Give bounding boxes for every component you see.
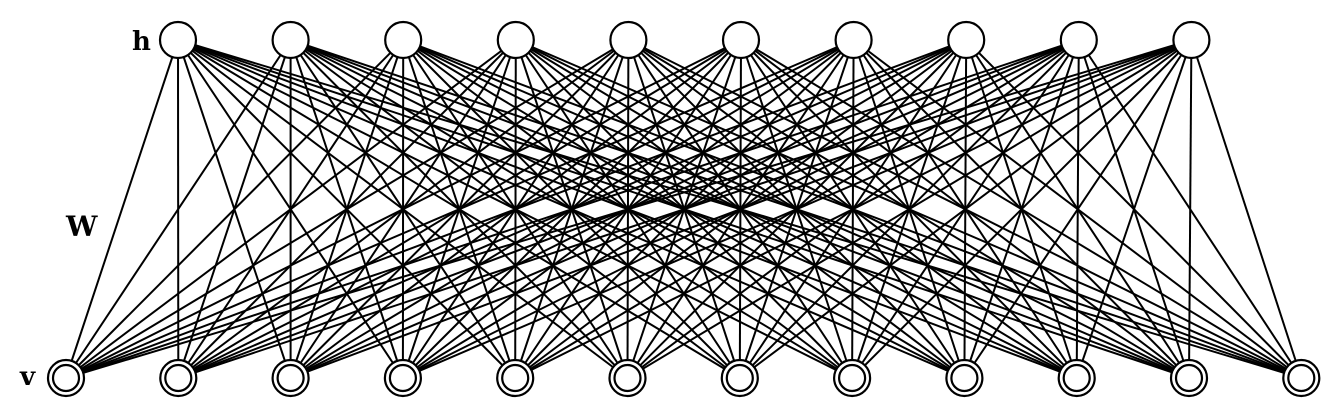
visible-unit [271,358,310,398]
visible-unit-inner-ring [276,363,305,393]
hidden-unit [496,20,535,60]
visible-unit [46,358,86,398]
visible-unit-inner-ring [1287,363,1316,393]
visible-layer-label: v [19,362,36,392]
visible-layer [46,358,1321,398]
hidden-layer [158,20,1211,60]
visible-unit-inner-ring [51,363,81,393]
weight-edge [65,39,404,379]
visible-unit [832,358,872,398]
visible-unit [1282,358,1321,398]
weight-edge [65,39,854,379]
visible-unit-inner-ring [1062,363,1091,393]
visible-unit [1057,358,1096,398]
visible-unit [608,358,647,398]
weight-edge [290,39,1192,379]
weight-edge [1190,39,1303,379]
weight-edges [65,39,1303,379]
weight-edge [963,39,1193,379]
weight-edge [1188,39,1193,379]
weight-edge [514,39,1192,379]
visible-unit-inner-ring [1174,363,1204,393]
visible-unit [383,358,422,398]
weight-edge [851,39,1193,379]
hidden-unit [384,20,423,60]
weight-edge [65,39,292,379]
visible-unit-inner-ring [837,363,867,393]
hidden-layer-label: h [132,27,151,57]
hidden-unit [158,20,198,60]
weight-edge [65,39,742,379]
hidden-unit [1172,20,1211,60]
weight-edge [626,39,1192,379]
visible-unit-inner-ring [501,363,530,393]
weight-edge [177,39,1192,379]
hidden-unit [721,20,761,60]
weight-edge [65,39,967,379]
visible-unit [1169,358,1209,398]
hidden-unit [609,20,648,60]
weights-label: W [65,210,98,243]
visible-unit-inner-ring [388,363,417,393]
weight-edge [65,39,1080,379]
visible-unit [720,358,759,398]
weight-edge [402,39,1192,379]
visible-unit [496,358,535,398]
hidden-unit [271,20,310,60]
weight-edge [65,39,517,379]
weight-edge [65,39,629,379]
weight-edge [65,39,1192,379]
weight-edge [1075,39,1193,379]
visible-unit [945,358,984,398]
hidden-unit [834,20,873,60]
hidden-unit [947,20,986,60]
visible-unit [159,358,198,398]
visible-unit-inner-ring [725,363,754,393]
weight-edge [65,39,179,379]
visible-unit-inner-ring [164,363,193,393]
visible-unit-inner-ring [950,363,979,393]
visible-unit-inner-ring [613,363,642,393]
hidden-unit [1059,20,1098,60]
weight-edge [739,39,1192,379]
